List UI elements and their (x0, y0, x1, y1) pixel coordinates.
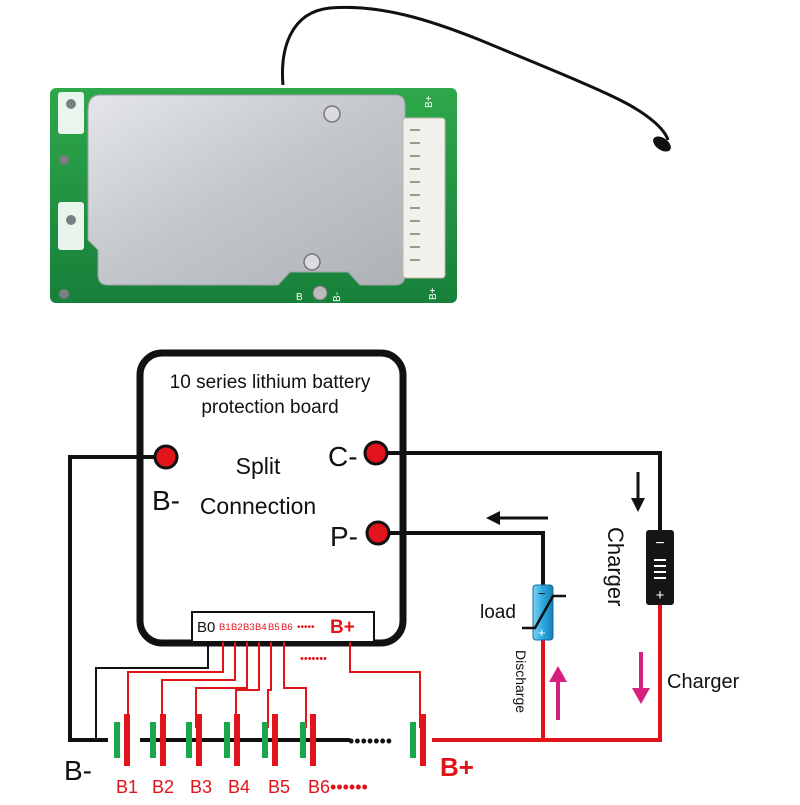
thermistor-tip (653, 136, 671, 152)
pcb-hole-top (66, 99, 76, 109)
cell-label-b6: B6•••••• (308, 777, 368, 797)
connector-pin-b3: B3 (243, 622, 255, 633)
cell-bn (410, 714, 426, 766)
label-battery-bminus: B- (64, 755, 92, 786)
cell-label-b1: B1 (116, 777, 138, 797)
connector-dots: ••••• (297, 622, 315, 633)
terminal-pminus (365, 520, 391, 546)
connector-pin-b1: B1 (219, 622, 231, 633)
charger-minus: − (655, 535, 664, 552)
balance-connector (402, 117, 446, 279)
red-wires (432, 605, 662, 742)
label-cminus: C- (328, 441, 358, 472)
thermistor-wire (281, 5, 670, 141)
pcb-label-b: B (296, 292, 303, 303)
battery-cells (114, 714, 426, 766)
balance-wires (127, 642, 421, 728)
load-plus: + (538, 625, 546, 640)
pcb-label-bplus-top: B+ (424, 95, 435, 108)
connector-b0: B0 (197, 619, 215, 636)
board-pad-bminus (312, 285, 328, 301)
pcb-hole-bottom (59, 289, 69, 299)
charger-plus: + (656, 587, 665, 604)
pcb-photo: B+ B+ B B- (50, 5, 671, 303)
arrow-discharge-up (549, 666, 567, 720)
connector-pin-b5: B5 (268, 622, 280, 633)
cell-b5 (262, 714, 278, 766)
metal-shield (87, 94, 406, 286)
cell-label-b5: B5 (268, 777, 290, 797)
cell-b6 (300, 714, 316, 766)
pcb-label-bplus-bottom: B+ (428, 287, 439, 300)
cell-label-b2: B2 (152, 777, 174, 797)
battery-chain-dots: ••••••• (348, 731, 392, 751)
connector-pins (410, 129, 420, 261)
board-title-line1: 10 series lithium battery (170, 372, 371, 393)
terminal-cminus (363, 440, 389, 466)
label-bminus-board: B- (152, 485, 180, 516)
board-title-line2: protection board (201, 397, 338, 418)
wire-bminus (68, 455, 155, 742)
pcb-hole-mid (66, 215, 76, 225)
charger-component: − + (646, 530, 674, 605)
connector-pin-b4: B4 (255, 622, 267, 633)
terminal-bminus (153, 444, 179, 470)
discharge-label: Discharge (513, 650, 529, 713)
pcb-hole-left (59, 155, 69, 165)
wire-b0 (95, 642, 209, 740)
connector-pin-b6: B6 (281, 622, 293, 633)
wire-cminus (387, 451, 662, 530)
wire-pminus (389, 531, 545, 585)
cell-b2 (150, 714, 166, 766)
connection-label: Connection (200, 493, 316, 519)
cell-b1 (114, 714, 130, 766)
pcb-label-bminus: B- (332, 292, 343, 302)
connector-pin-b2: B2 (231, 622, 243, 633)
pcb-slot-mid (58, 202, 84, 250)
cell-b4 (224, 714, 240, 766)
connector-bplus: B+ (330, 617, 355, 638)
arrow-discharge-left (486, 511, 548, 525)
arrow-charge-down (632, 652, 650, 704)
label-pminus: P- (330, 521, 358, 552)
shield-screw-top (323, 105, 341, 123)
arrow-charge-down-black (631, 472, 645, 512)
charger-right-label: Charger (667, 671, 740, 693)
load-component: − + (522, 584, 566, 641)
load-minus: − (538, 586, 546, 601)
cell-b3 (186, 714, 202, 766)
label-battery-bplus: B+ (440, 752, 474, 782)
connector-dots-below: ••••••• (300, 653, 327, 665)
charger-vertical-label: Charger (603, 527, 628, 606)
load-label: load (480, 602, 516, 623)
split-label: Split (236, 453, 281, 479)
board-connector-strip (191, 611, 375, 643)
pcb-slot-top (58, 92, 84, 134)
shield-screw-bottom (303, 253, 321, 271)
cell-label-b4: B4 (228, 777, 250, 797)
cell-label-b3: B3 (190, 777, 212, 797)
